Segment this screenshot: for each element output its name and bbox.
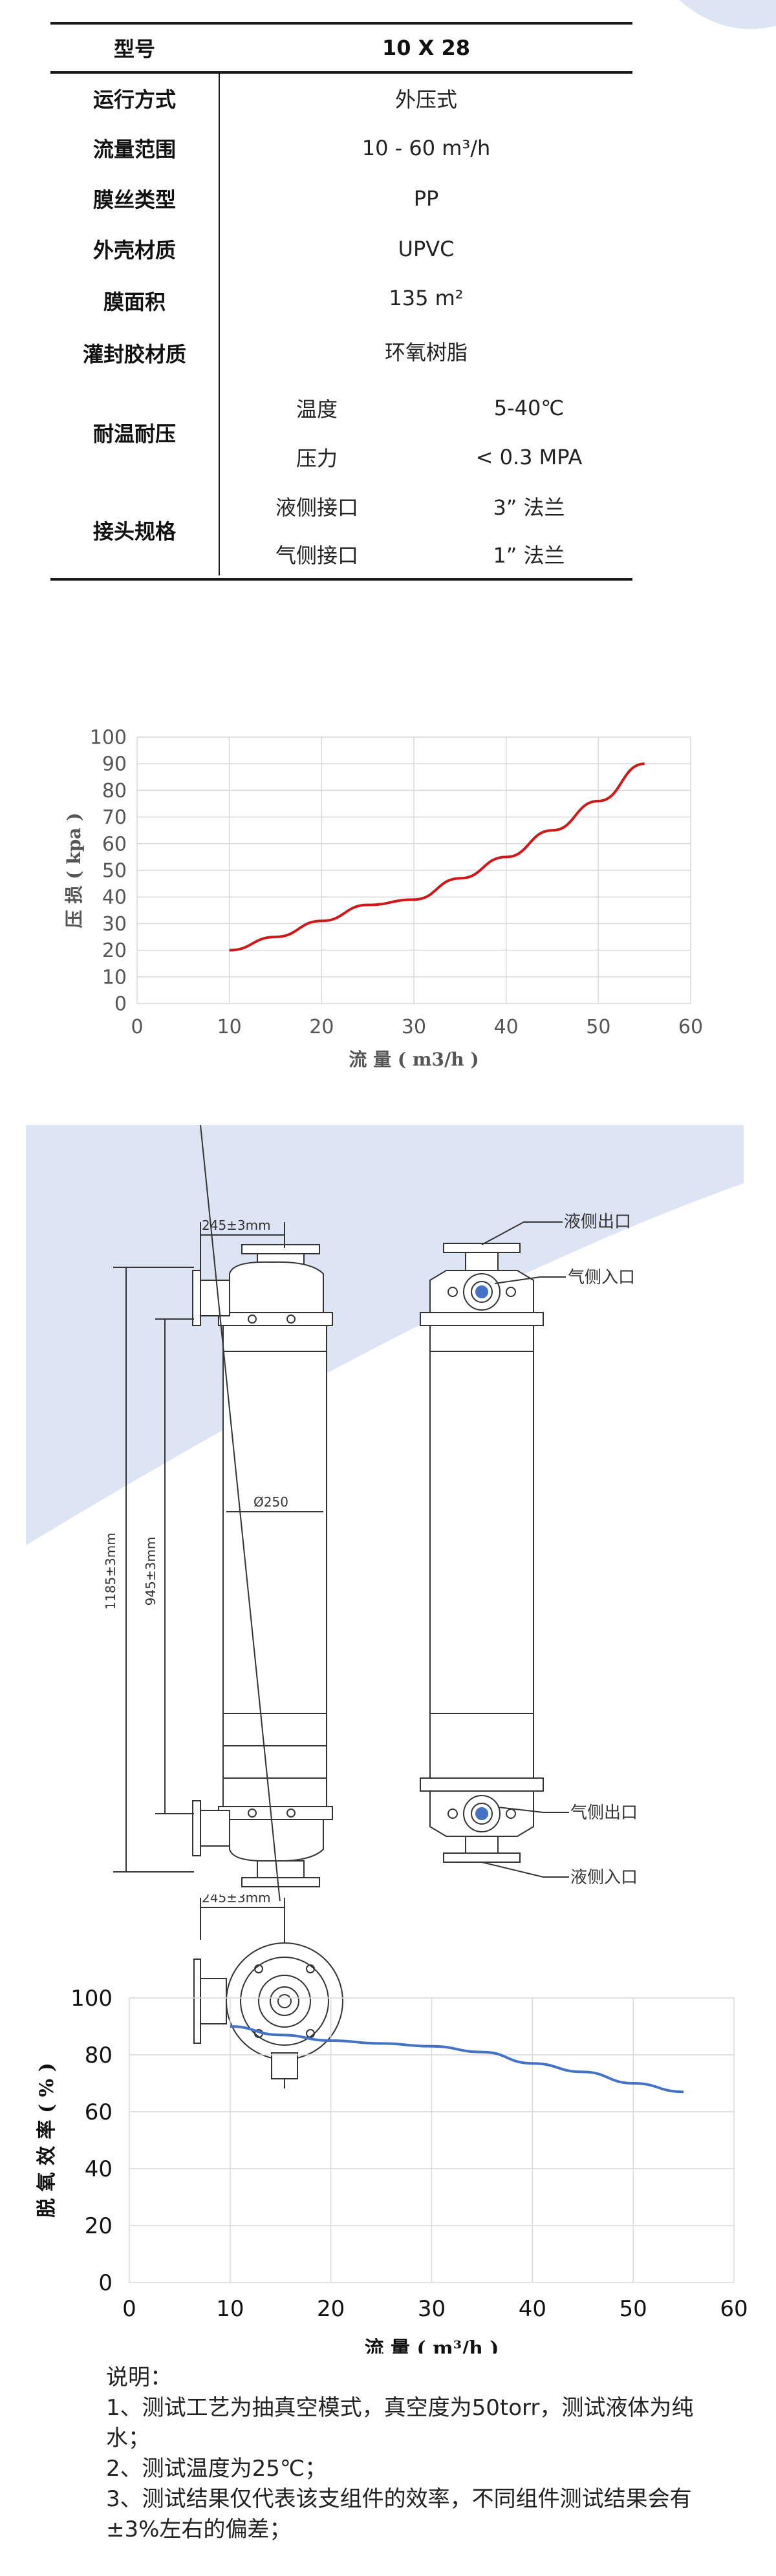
x-tick-label: 20 xyxy=(317,2296,345,2322)
y-tick-label: 40 xyxy=(85,2156,113,2182)
header-value: 10 X 28 xyxy=(382,36,470,60)
deoxygenation-efficiency-chart: 0 10 20 30 40 50 60 0 20 40 60 80 100 流 量 ( m³/h ) 脱 氧… xyxy=(36,1986,748,2354)
connector-gas-value: 1” 法兰 xyxy=(493,543,565,568)
x-tick-label: 10 xyxy=(216,2296,244,2322)
label-gas-out: 气侧出口 xyxy=(570,1803,638,1823)
y-tick-label: 30 xyxy=(102,913,127,936)
row-value: 10 - 60 m³/h xyxy=(361,136,491,160)
diagram-backdrop xyxy=(26,1125,744,1545)
notes-title: 说明： xyxy=(106,2365,172,2390)
series-line xyxy=(230,2025,684,2094)
row-value: PP xyxy=(413,186,439,211)
row-value: 环氧树脂 xyxy=(384,340,468,365)
y-tick-label: 90 xyxy=(102,753,127,776)
label-liquid-out: 液侧出口 xyxy=(564,1212,631,1232)
x-tick-label: 30 xyxy=(402,1016,426,1038)
y-tick-label: 0 xyxy=(98,2270,113,2296)
row-label: 流量范围 xyxy=(92,137,176,162)
spec-table: 型号 10 X 28 运行方式 外压式 流量范围 10 - 60 m³/h 膜丝… xyxy=(50,22,632,591)
connector-liquid-name: 液侧接口 xyxy=(275,495,358,520)
y-tick-label: 60 xyxy=(85,2099,113,2125)
pressure-name: 压力 xyxy=(296,446,338,471)
label-liquid-in: 液侧入口 xyxy=(570,1868,638,1887)
connector-gas-name: 气侧接口 xyxy=(275,543,358,568)
temp-value: 5-40℃ xyxy=(493,396,565,420)
x-tick-label: 50 xyxy=(620,2296,647,2322)
x-tick-label: 40 xyxy=(519,2296,546,2322)
y-tick-label: 100 xyxy=(90,727,127,749)
note-item: 2、测试温度为25℃； xyxy=(106,2456,327,2482)
y-tick-label: 10 xyxy=(102,966,127,989)
dim-inner-height: 945±3mm xyxy=(143,1537,158,1606)
x-tick-label: 60 xyxy=(720,2296,748,2322)
x-tick-label: 0 xyxy=(131,1016,143,1038)
y-tick-label: 0 xyxy=(114,993,127,1016)
dim-total-height: 1185±3mm xyxy=(103,1532,118,1609)
label-gas-in: 气侧入口 xyxy=(568,1268,635,1287)
row-label: 膜面积 xyxy=(103,290,166,314)
x-tick-label: 60 xyxy=(678,1016,703,1038)
temp-name: 温度 xyxy=(296,397,338,422)
connector-label: 接头规格 xyxy=(92,519,176,544)
series-line xyxy=(229,762,645,952)
row-label: 运行方式 xyxy=(92,87,176,112)
module-dimension-diagram: 245±3mm 1185±3mm 945±3mm Ø250 液侧出口 气侧入口 … xyxy=(26,1125,744,1901)
row-value: 135 m² xyxy=(389,286,464,310)
row-label: 膜丝类型 xyxy=(92,188,176,212)
y-tick-label: 70 xyxy=(102,806,127,829)
connector-liquid-value: 3” 法兰 xyxy=(493,495,565,520)
notes: 说明： 1、测试工艺为抽真空模式，真空度为50torr，测试液体为纯水； 2、测… xyxy=(106,2363,720,2545)
y-tick-label: 20 xyxy=(102,939,127,962)
row-label: 灌封胶材质 xyxy=(82,342,186,367)
x-tick-label: 30 xyxy=(418,2296,446,2322)
note-item: 1、测试工艺为抽真空模式，真空度为50torr，测试液体为纯水； xyxy=(106,2395,694,2451)
y-tick-label: 50 xyxy=(102,860,127,883)
pressure-value: < 0.3 MPA xyxy=(475,445,583,469)
y-tick-label: 40 xyxy=(102,886,127,909)
y-tick-label: 100 xyxy=(70,1986,113,2012)
x-tick-label: 20 xyxy=(309,1016,334,1038)
row-label: 外壳材质 xyxy=(92,238,176,263)
row-value: 外压式 xyxy=(394,87,457,112)
y-tick-label: 80 xyxy=(102,780,127,802)
y-tick-label: 20 xyxy=(85,2213,113,2239)
y-axis-label: 脱 氧 效 率 ( % ) xyxy=(36,2063,58,2218)
pressure-loss-chart: 0 10 20 30 40 50 60 0 10 20 30 40 50 60 70 80 90 100 流 量 (… xyxy=(63,727,703,1071)
y-tick-label: 80 xyxy=(85,2043,113,2068)
x-axis-label: 流 量 ( m³/h ) xyxy=(365,2337,499,2354)
x-tick-label: 50 xyxy=(586,1016,610,1038)
header-label: 型号 xyxy=(113,37,155,61)
corner-decoration xyxy=(679,0,776,29)
x-tick-label: 10 xyxy=(217,1016,242,1038)
temp-pressure-label: 耐温耐压 xyxy=(92,422,176,446)
row-value: UPVC xyxy=(398,237,455,261)
dim-width-top: 245±3mm xyxy=(202,1218,271,1233)
x-tick-label: 0 xyxy=(122,2296,136,2322)
dim-width-bottom: 245±3mm xyxy=(202,1894,271,1905)
x-tick-label: 40 xyxy=(494,1016,519,1038)
dim-diameter: Ø250 xyxy=(253,1494,288,1510)
x-axis-label: 流 量 ( m3/h ) xyxy=(349,1049,479,1070)
y-tick-label: 60 xyxy=(102,833,127,855)
note-item: 3、测试结果仅代表该支组件的效率，不同组件测试结果会有±3%左右的偏差； xyxy=(106,2486,692,2542)
y-axis-label: 压 损 ( kpa ) xyxy=(63,813,85,928)
